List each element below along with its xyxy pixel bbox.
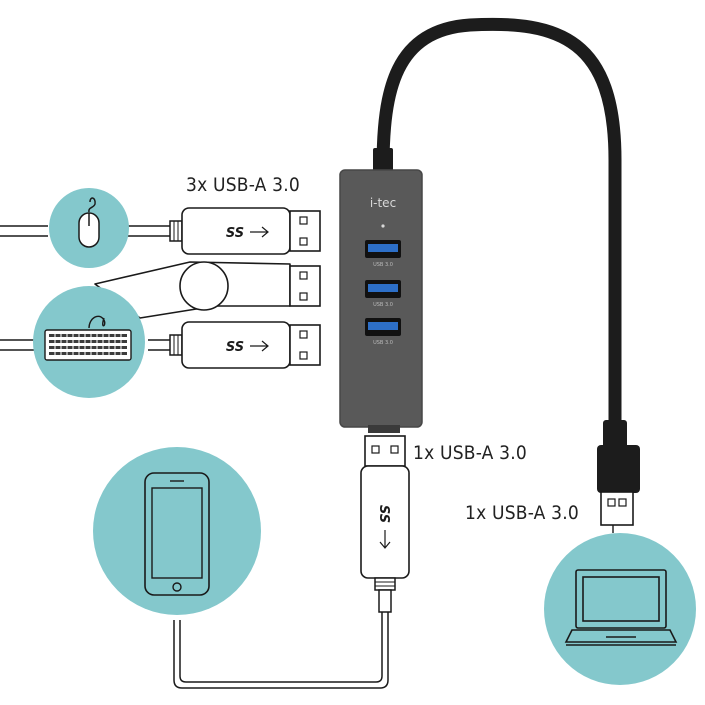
laptop-icon <box>564 569 678 646</box>
mouse-device <box>49 188 129 268</box>
label-3x-usb-a-ports: 3x USB-A 3.0 <box>186 174 300 196</box>
hub-cable-usb-a-plug <box>597 445 640 526</box>
label-hub-cable-usb-a: 1x USB-A 3.0 <box>465 502 579 524</box>
superspeed-logo: SS <box>376 505 391 523</box>
keyboard-device <box>33 286 145 398</box>
usb-a-plug-mouse: SS <box>169 207 321 255</box>
hub-port-1: USB 3.0 <box>365 240 401 268</box>
smartphone-icon <box>144 472 210 596</box>
mouse-icon <box>78 197 100 248</box>
laptop-device <box>544 533 696 685</box>
hub-cable <box>373 17 627 448</box>
svg-text:USB 3.0: USB 3.0 <box>373 262 393 268</box>
smartphone-device <box>93 447 261 615</box>
keyboard-icon <box>44 315 132 361</box>
hub-brand-logo: i-tec <box>370 196 396 210</box>
usb-a-plug-keyboard: SS <box>169 321 321 369</box>
usb-flash-drive-icon <box>94 261 321 319</box>
svg-text:USB 3.0: USB 3.0 <box>373 302 393 308</box>
hub-port-3: USB 3.0 <box>365 318 401 346</box>
svg-text:USB 3.0: USB 3.0 <box>373 340 393 346</box>
mouse-cable <box>0 225 170 237</box>
label-hub-bottom-usb-a: 1x USB-A 3.0 <box>413 442 527 464</box>
superspeed-logo: SS <box>226 340 244 355</box>
smartphone-cable <box>173 610 389 689</box>
superspeed-logo: SS <box>226 226 244 241</box>
usb-a-plug-smartphone: SS <box>360 435 410 613</box>
hub-port-2: USB 3.0 <box>365 280 401 308</box>
usb-hub: i-tec USB 3.0 USB 3.0 USB 3.0 <box>339 169 423 433</box>
